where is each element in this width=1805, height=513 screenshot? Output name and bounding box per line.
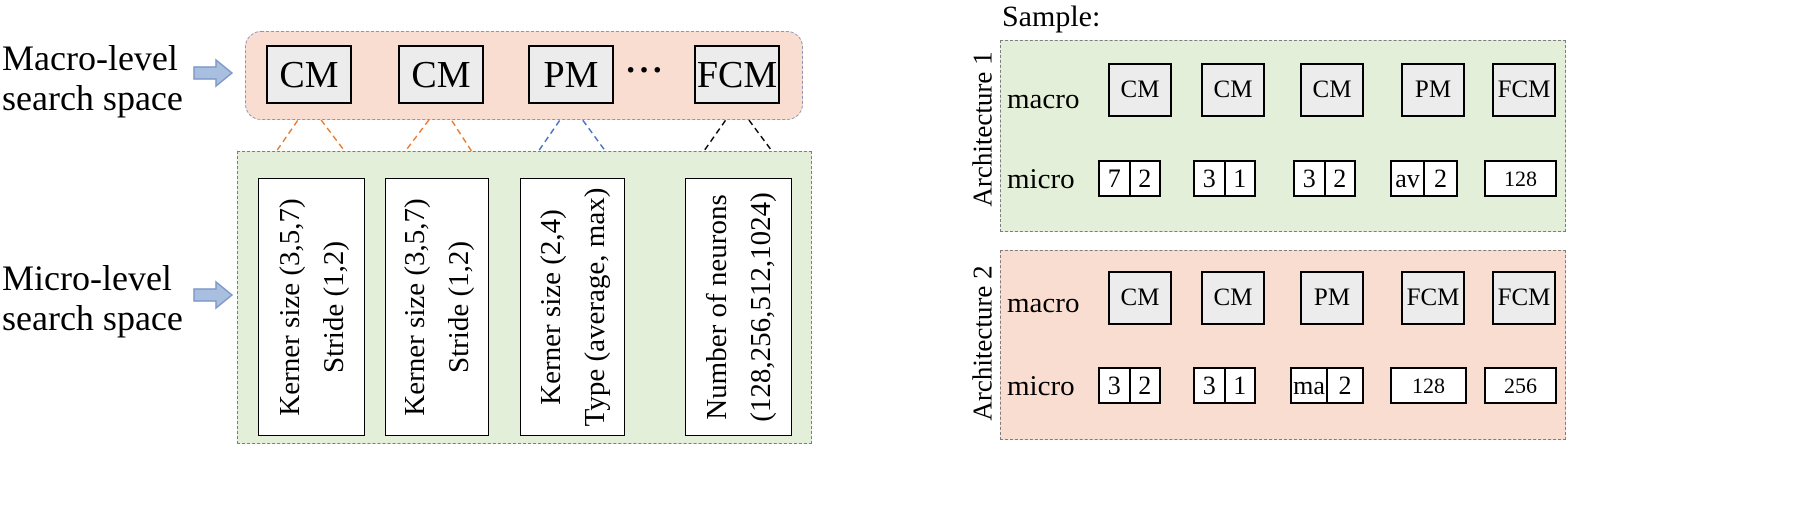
macro-level-label: Macro-level search space	[2, 38, 183, 118]
architecture-2-title: Architecture 2	[967, 265, 998, 421]
arch2-micro-box-2: 3 1	[1193, 367, 1256, 404]
param-text: Kerner size (2,4)Type (average, max)	[534, 187, 611, 427]
macro-row-label: macro	[1007, 83, 1080, 115]
micro-level-label: Micro-level search space	[2, 258, 183, 338]
arch2-micro-box-5: 256	[1484, 367, 1557, 404]
micro-cell: ma	[1293, 370, 1325, 400]
arch1-module-cm-1: CM	[1108, 63, 1172, 117]
arch1-module-fcm: FCM	[1492, 63, 1556, 117]
micro-cell: 128	[1504, 165, 1537, 191]
ellipsis: ···	[625, 52, 666, 89]
macro-row-label: macro	[1007, 287, 1080, 319]
micro-cell: 2	[1128, 162, 1160, 195]
micro-cell: 1	[1223, 369, 1255, 402]
right-arrow-icon	[193, 58, 234, 88]
micro-row-label: micro	[1007, 163, 1075, 195]
micro-cell: 2	[1128, 369, 1160, 402]
arch2-module-fcm-2: FCM	[1492, 271, 1556, 325]
macro-module-pm: PM	[528, 45, 614, 104]
arch2-module-fcm-1: FCM	[1401, 271, 1465, 325]
arch1-micro-box-3: 3 2	[1293, 160, 1356, 197]
micro-cell: 256	[1504, 372, 1537, 398]
arch2-micro-box-4: 128	[1390, 367, 1467, 404]
sample-title: Sample:	[1002, 0, 1101, 33]
micro-cell: 2	[1326, 369, 1362, 402]
arch1-module-cm-3: CM	[1300, 63, 1364, 117]
right-arrow-icon	[193, 280, 234, 310]
micro-cell: 7	[1107, 163, 1121, 193]
micro-cell: 3	[1202, 163, 1216, 193]
arch1-micro-box-2: 3 1	[1193, 160, 1256, 197]
param-text: Number of neurons(128,256,512,1024)	[700, 192, 777, 422]
micro-row-label: micro	[1007, 370, 1075, 402]
arch2-module-cm-1: CM	[1108, 271, 1172, 325]
arch1-module-pm: PM	[1401, 63, 1465, 117]
micro-cell: 3	[1107, 370, 1121, 400]
micro-cell: av	[1395, 163, 1420, 193]
micro-cell: 1	[1223, 162, 1255, 195]
arch1-micro-box-5: 128	[1484, 160, 1557, 197]
macro-module-cm-2: CM	[398, 45, 484, 104]
micro-cell: 2	[1323, 162, 1355, 195]
architecture-1-title: Architecture 1	[967, 51, 998, 207]
micro-cell: 3	[1202, 370, 1216, 400]
macro-module-fcm: FCM	[694, 45, 780, 104]
arch1-micro-box-4: av 2	[1390, 160, 1458, 197]
macro-module-cm-1: CM	[266, 45, 352, 104]
arch2-module-pm: PM	[1300, 271, 1364, 325]
param-box-cm-2: Kerner size (3,5,7)Stride (1,2)	[385, 178, 489, 436]
arch1-micro-box-1: 7 2	[1098, 160, 1161, 197]
micro-cell: 128	[1412, 372, 1445, 398]
arch1-module-cm-2: CM	[1201, 63, 1265, 117]
micro-cell: 2	[1423, 162, 1456, 195]
architecture-1-region	[1000, 40, 1566, 232]
arch2-module-cm-2: CM	[1201, 271, 1265, 325]
param-box-fcm: Number of neurons(128,256,512,1024)	[685, 178, 792, 436]
param-text: Kerner size (3,5,7)Stride (1,2)	[399, 198, 475, 416]
arch2-micro-box-1: 3 2	[1098, 367, 1161, 404]
micro-cell: 3	[1302, 163, 1316, 193]
architecture-2-region	[1000, 250, 1566, 440]
param-box-pm: Kerner size (2,4)Type (average, max)	[520, 178, 625, 436]
param-box-cm-1: Kerner size (3,5,7)Stride (1,2)	[258, 178, 365, 436]
arch2-micro-box-3: ma 2	[1290, 367, 1364, 404]
param-text: Kerner size (3,5,7)Stride (1,2)	[273, 198, 350, 416]
